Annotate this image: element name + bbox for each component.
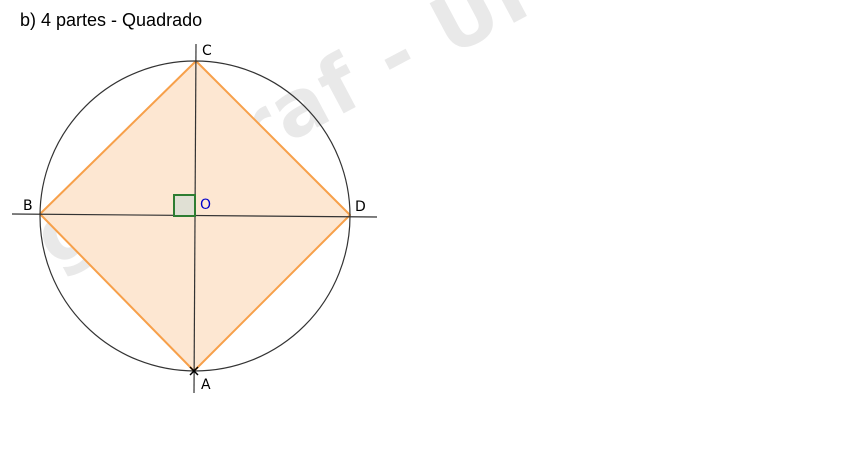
label-point-d: D [355,199,366,215]
label-point-c: C [202,43,212,59]
vertical-diameter-line [193,43,197,394]
figure-title: b) 4 partes - Quadrado [20,10,203,30]
right-angle-marker [173,194,196,217]
label-point-b: B [23,198,33,214]
label-point-o: O [200,197,211,213]
point-a-marker [189,366,199,376]
label-point-a: A [201,377,211,393]
